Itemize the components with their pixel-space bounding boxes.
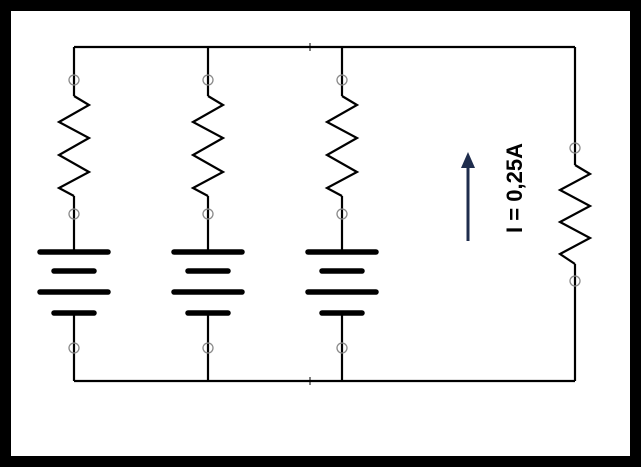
branch-1 xyxy=(37,47,111,381)
battery-cell-stack xyxy=(37,249,111,316)
branch-2 xyxy=(171,47,245,381)
current-arrow-icon xyxy=(461,152,475,241)
terminal-markers xyxy=(202,74,214,354)
resistor-zigzag xyxy=(324,95,360,197)
load-branch xyxy=(557,47,593,381)
battery-cell-stack xyxy=(305,249,379,316)
resistor-zigzag xyxy=(190,95,226,197)
load-resistor-zigzag xyxy=(557,164,593,265)
terminal-markers xyxy=(569,142,581,287)
terminal-markers xyxy=(68,74,80,354)
battery-cell-stack xyxy=(171,249,245,316)
branch-3 xyxy=(305,47,379,381)
terminal-markers xyxy=(336,74,348,354)
resistor-zigzag xyxy=(56,95,92,197)
bus-wires xyxy=(74,43,575,385)
current-label: I = 0,25A xyxy=(502,143,527,233)
